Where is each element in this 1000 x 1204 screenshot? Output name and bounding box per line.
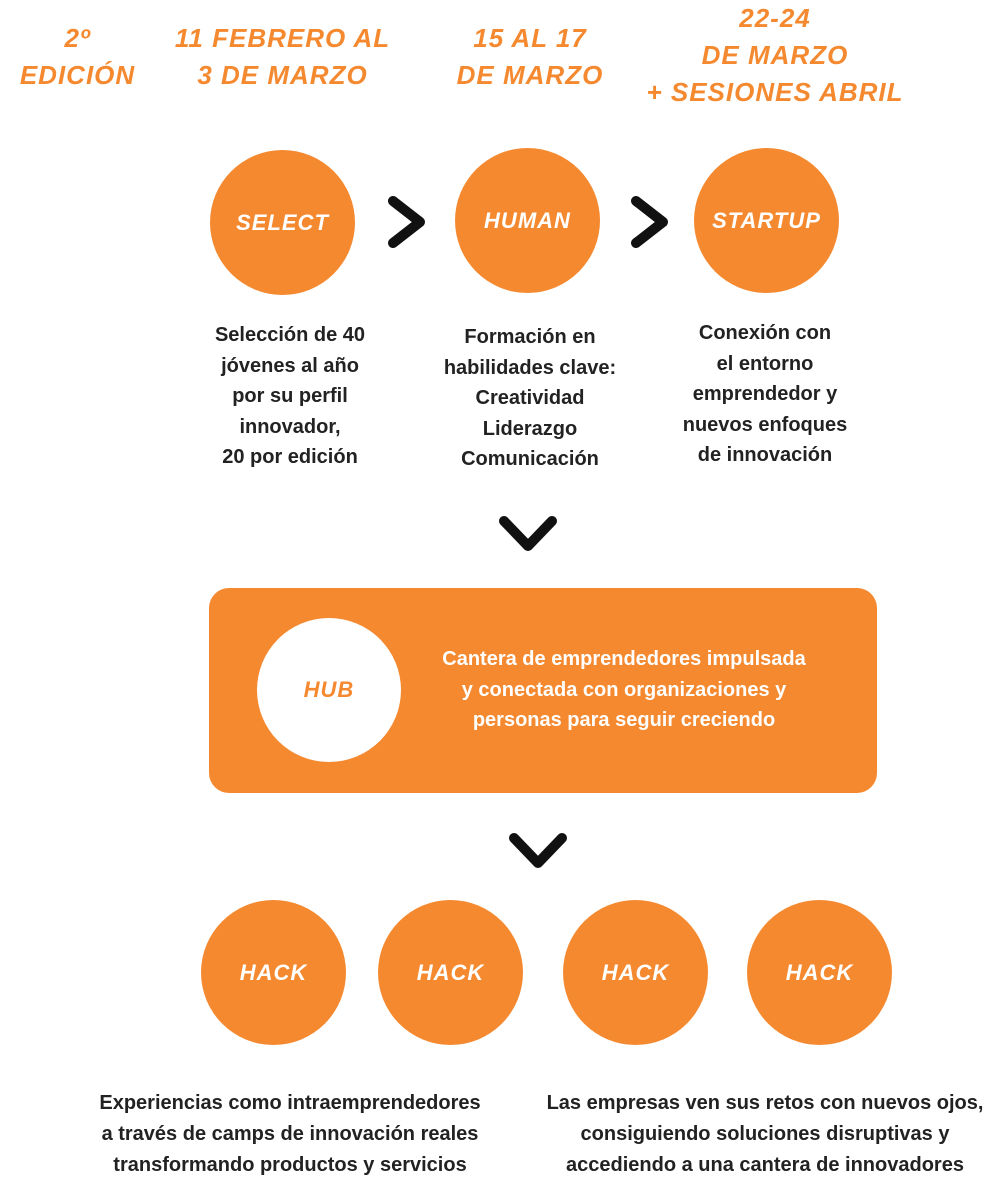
- startup-circle: STARTUP: [694, 148, 839, 293]
- hack-circle-3: HACK: [563, 900, 708, 1045]
- hack-right-description: Las empresas ven sus retos con nuevos oj…: [546, 1092, 984, 1176]
- hub-label: HUB: [303, 677, 355, 702]
- hack-label: HACK: [416, 959, 485, 985]
- human-dates-header: 15 AL 17 DE MARZO: [456, 23, 604, 90]
- edition-header: 2º EDICIÓN: [19, 23, 136, 90]
- hub-circle: HUB: [257, 618, 401, 762]
- hub-description: Cantera de emprendedores impulsada y con…: [442, 648, 806, 731]
- chevron-down-icon: [509, 833, 567, 868]
- select-label: SELECT: [236, 209, 329, 235]
- hack-circle-2: HACK: [378, 900, 523, 1045]
- select-description: Selección de 40 jóvenes al año por su pe…: [214, 324, 366, 468]
- hub-box: HUB Cantera de emprendedores impulsada y…: [209, 588, 877, 793]
- hack-label: HACK: [785, 959, 854, 985]
- startup-label: STARTUP: [712, 207, 821, 233]
- startup-dates-header: 22-24 DE MARZO + SESIONES ABRIL: [646, 3, 904, 107]
- human-label: HUMAN: [484, 207, 571, 233]
- hack-label: HACK: [601, 959, 670, 985]
- chevron-right-icon: [631, 196, 668, 248]
- human-circle: HUMAN: [455, 148, 600, 293]
- chevron-right-icon: [388, 196, 425, 248]
- human-description: Formación en habilidades clave: Creativi…: [443, 326, 617, 470]
- select-circle: SELECT: [210, 150, 355, 295]
- startup-description: Conexión con el entorno emprendedor y nu…: [682, 322, 848, 466]
- hack-left-description: Experiencias como intraemprendedores a t…: [99, 1092, 481, 1176]
- select-dates-header: 11 FEBRERO AL 3 DE MARZO: [174, 23, 391, 90]
- hack-label: HACK: [239, 959, 308, 985]
- hack-circle-4: HACK: [747, 900, 892, 1045]
- hack-circle-1: HACK: [201, 900, 346, 1045]
- chevron-down-icon: [499, 516, 557, 551]
